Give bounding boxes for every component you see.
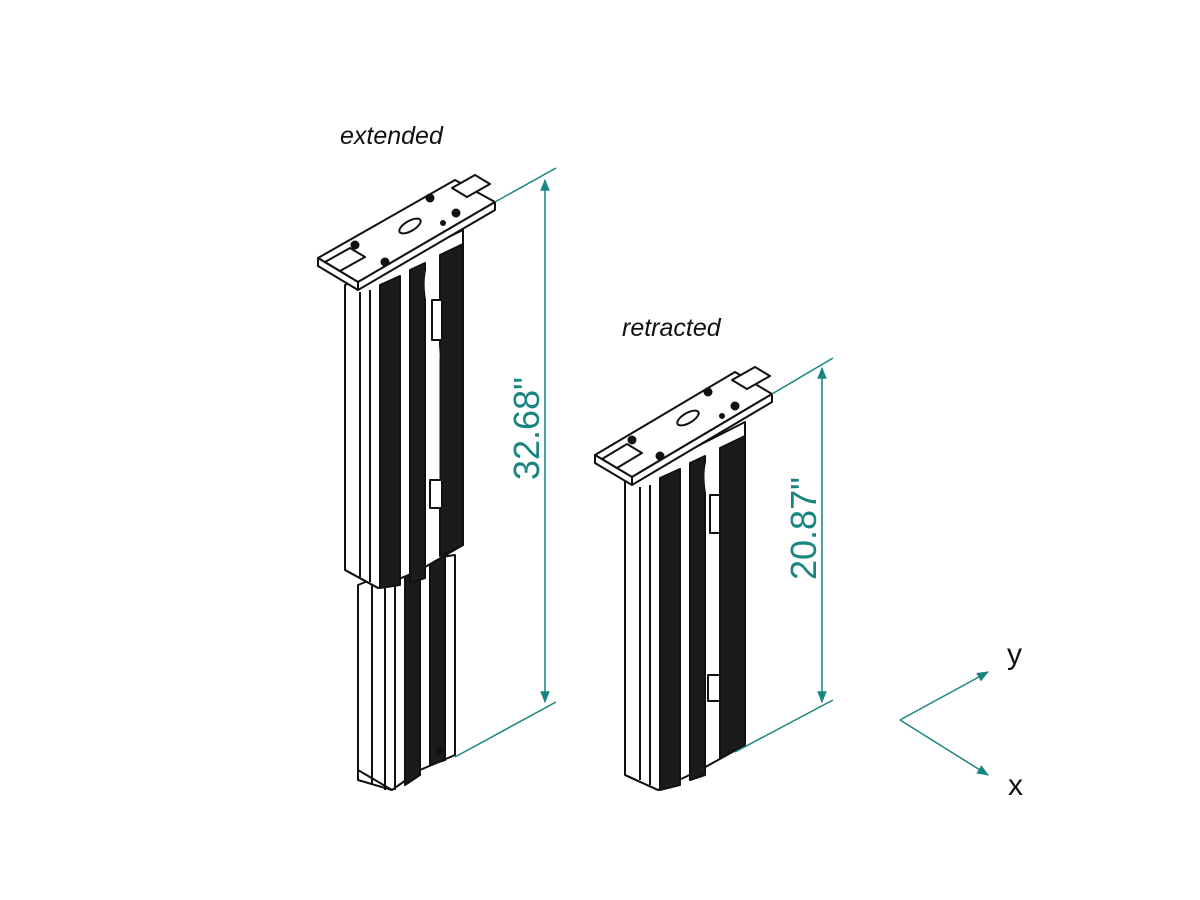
axis-indicator (899, 671, 990, 776)
retracted-top-extension-line (771, 357, 834, 395)
retracted-housing (624, 421, 746, 791)
y-axis-arrow (899, 671, 990, 721)
extended-top-extension-line (494, 167, 557, 203)
retracted-height-label: 20.87" (783, 477, 824, 580)
x-axis-arrow (899, 719, 990, 776)
extended-bottom-extension-line (454, 701, 557, 758)
extended-dimension (454, 167, 557, 758)
extended-column (317, 174, 496, 791)
extended-top-plate (317, 174, 496, 291)
retracted-dimension (734, 357, 834, 753)
extended-label: extended (340, 122, 444, 150)
y-axis-label: y (1007, 638, 1022, 671)
extended-outer-housing (344, 229, 464, 589)
retracted-top-plate (594, 366, 773, 486)
extended-height-label: 32.68" (506, 377, 547, 480)
extended-inner-stage (357, 554, 456, 791)
retracted-label: retracted (622, 314, 722, 342)
x-axis-label: x (1008, 769, 1023, 802)
retracted-bottom-extension-line (734, 699, 834, 753)
retracted-column (594, 366, 773, 791)
